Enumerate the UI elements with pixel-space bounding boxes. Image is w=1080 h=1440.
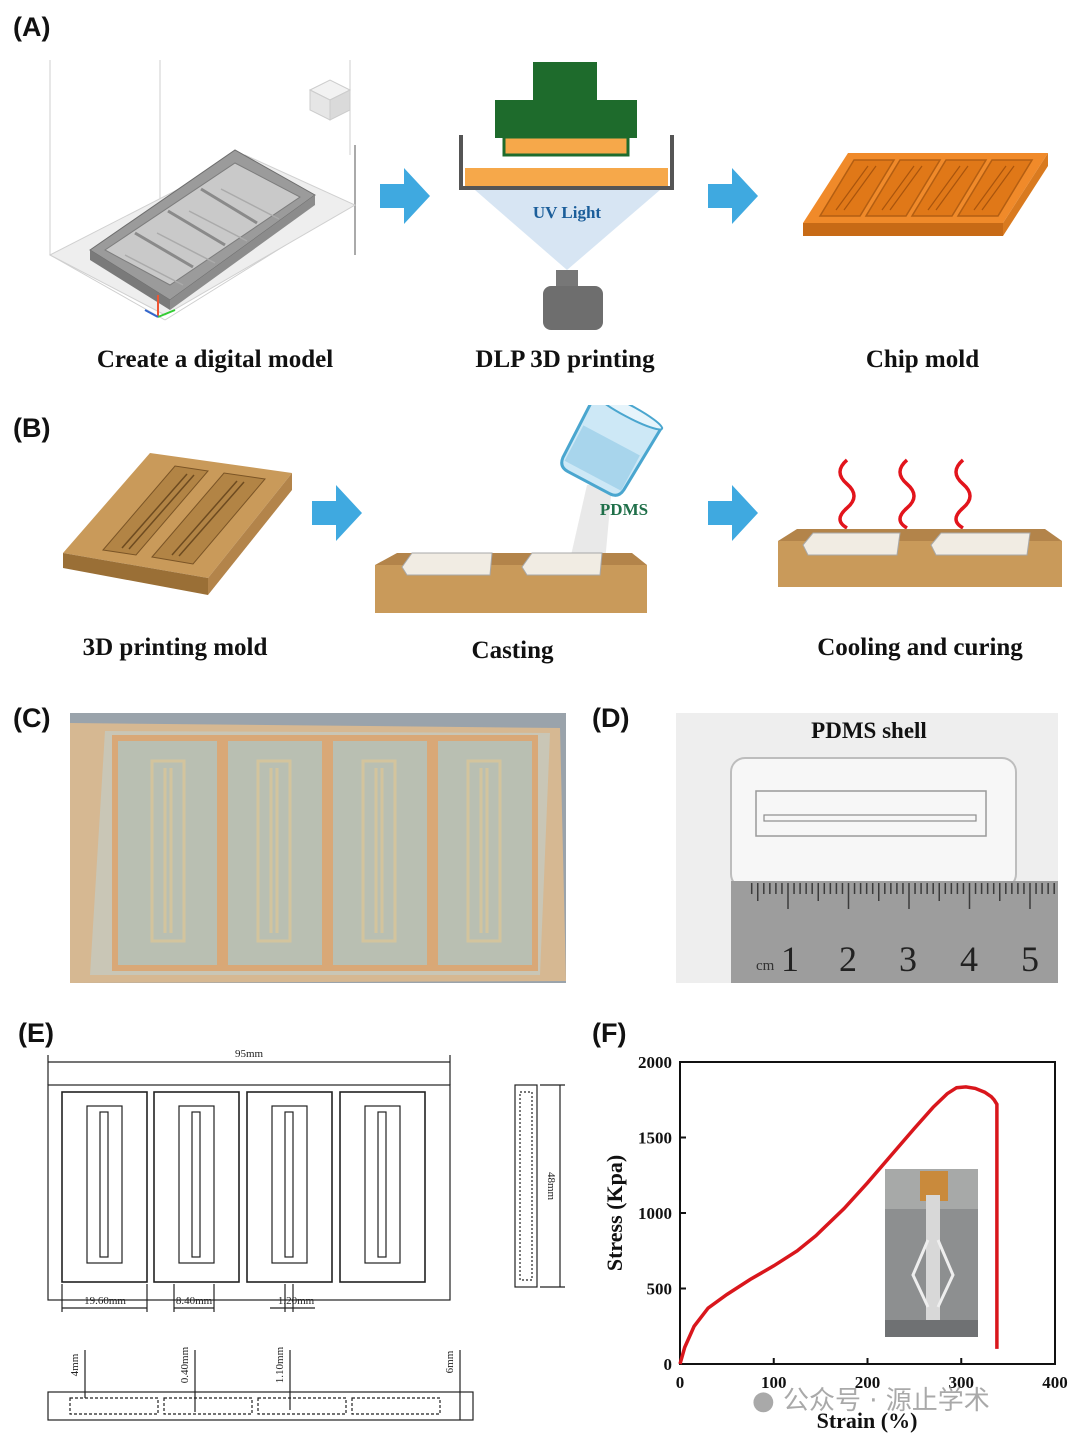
dim-label: 4mm	[69, 1353, 81, 1376]
dim-label: 19.60mm	[84, 1295, 126, 1307]
arrow-icon	[380, 168, 430, 224]
y-tick-label: 1500	[638, 1129, 672, 1148]
caption-printing-mold: 3D printing mold	[82, 634, 268, 661]
x-axis-label: Strain (%)	[817, 1408, 918, 1433]
x-tick-label: 100	[761, 1373, 787, 1392]
dim-label: 1.20mm	[278, 1295, 315, 1307]
y-tick-label: 500	[647, 1280, 673, 1299]
caption-chip-mold: Chip mold	[865, 346, 980, 373]
x-tick-label: 400	[1042, 1373, 1068, 1392]
dim-label: 6mm	[444, 1350, 456, 1373]
ruler-number: 4	[960, 939, 978, 979]
panel-label-e: (E)	[18, 1018, 54, 1048]
arrow-icon	[312, 485, 362, 541]
ruler-number: 2	[839, 939, 857, 979]
printing-mold-illustration	[63, 453, 292, 595]
caption-casting: Casting	[471, 637, 554, 664]
dim-width-label: 95mm	[235, 1048, 264, 1060]
x-tick-label: 200	[855, 1373, 881, 1392]
mold-photo	[70, 713, 566, 983]
engineering-drawing: 95mm 19.60mm 8.40mm 1.20mm 48mm 4mm 0.40…	[47, 1048, 565, 1421]
dim-label: 1.10mm	[274, 1346, 286, 1383]
plot-frame	[679, 1061, 1056, 1365]
caption-cooling-curing: Cooling and curing	[817, 634, 1023, 661]
pdms-shell-title: PDMS shell	[811, 718, 927, 743]
panel-label-f: (F)	[592, 1018, 627, 1048]
arrow-icon	[708, 168, 758, 224]
stress-strain-chart: 0 100 200 300 400 0 500 1000 1500 2000 Strain (%)…	[602, 1053, 1068, 1433]
caption-dlp-printing: DLP 3D printing	[475, 346, 655, 373]
watermark: ● 公众号 · 源止学术	[752, 1386, 990, 1416]
ruler-number: 5	[1021, 939, 1039, 979]
y-tick-label: 0	[664, 1355, 673, 1374]
panel-label-a: (A)	[13, 12, 51, 42]
ruler-unit-label: cm	[756, 958, 775, 974]
caption-digital-model: Create a digital model	[96, 346, 334, 373]
panel-label-b: (B)	[13, 413, 51, 443]
curing-illustration	[778, 458, 1062, 587]
uv-light-label: UV Light	[533, 203, 602, 222]
panel-label-c: (C)	[13, 703, 51, 733]
y-tick-label: 2000	[638, 1053, 672, 1072]
x-tick-label: 0	[676, 1373, 685, 1392]
ruler-number: 1	[781, 939, 799, 979]
chip-mold-illustration	[803, 153, 1048, 236]
wechat-icon: ●	[752, 1386, 775, 1416]
casting-illustration: PDMS	[375, 405, 664, 613]
stress-strain-curve	[678, 1085, 999, 1365]
dim-label: 8.40mm	[176, 1295, 213, 1307]
dim-label: 0.40mm	[179, 1346, 191, 1383]
y-tick-label: 1000	[638, 1204, 672, 1223]
arrow-icon	[708, 485, 758, 541]
ruler-number: 3	[899, 939, 917, 979]
panel-label-d: (D)	[592, 703, 630, 733]
pdms-label: PDMS	[600, 500, 648, 519]
dim-height-label: 48mm	[545, 1172, 557, 1201]
digital-model-illustration	[48, 60, 357, 321]
tensile-test-photo	[885, 1169, 978, 1337]
pdms-shell-photo: PDMS shell cm 1 2 3 4 5	[676, 713, 1058, 983]
dlp-printer-illustration: UV Light	[459, 62, 674, 330]
x-tick-label: 300	[949, 1373, 975, 1392]
y-axis-label: Stress (Kpa)	[602, 1155, 627, 1271]
